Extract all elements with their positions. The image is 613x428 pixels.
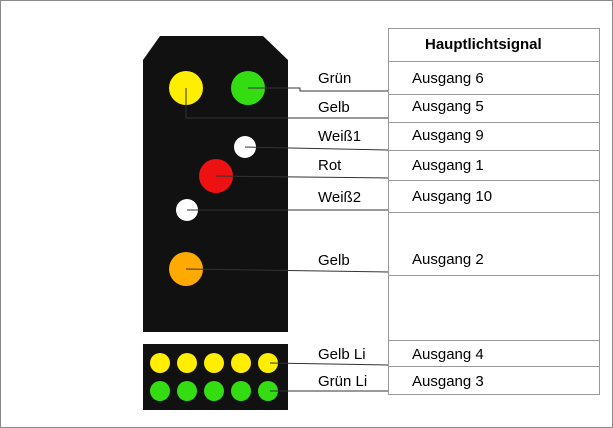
- lamp-green-li: [231, 381, 251, 401]
- lamp-yellow-li: [204, 353, 224, 373]
- table-grid: [388, 28, 600, 395]
- output-gelb-top: Ausgang 5: [412, 98, 484, 115]
- output-gelb-li: Ausgang 4: [412, 346, 484, 363]
- label-gelb-top: Gelb: [318, 99, 350, 116]
- label-gruen: Grün: [318, 70, 352, 87]
- label-gelb: Gelb: [318, 252, 350, 269]
- label-rot: Rot: [318, 157, 342, 174]
- lamp-yellow-li: [231, 353, 251, 373]
- output-weiss2: Ausgang 10: [412, 188, 493, 205]
- lamp-green-li: [204, 381, 224, 401]
- output-weiss1: Ausgang 9: [412, 127, 484, 144]
- lamp-row-yellow-li: [150, 353, 278, 373]
- table-header: Hauptlichtsignal: [425, 36, 542, 53]
- label-weiss1: Weiß1: [318, 128, 362, 145]
- leader-lines: [185, 87, 389, 392]
- table-border: [388, 28, 600, 395]
- label-gelb-li: Gelb Li: [318, 346, 366, 363]
- output-gelb: Ausgang 2: [412, 251, 484, 268]
- output-gruen-li: Ausgang 3: [412, 373, 484, 390]
- lamp-green-li: [258, 381, 278, 401]
- output-rot: Ausgang 1: [412, 157, 484, 174]
- label-weiss2: Weiß2: [318, 189, 362, 206]
- label-gruen-li: Grün Li: [318, 373, 368, 390]
- lamp-yellow-li: [150, 353, 170, 373]
- lamp-row-green-li: [150, 381, 278, 401]
- lamp-yellow-li: [258, 353, 278, 373]
- lamp-green-li: [177, 381, 197, 401]
- lamp-yellow-li: [177, 353, 197, 373]
- output-gruen: Ausgang 6: [412, 70, 484, 87]
- lamp-green-li: [150, 381, 170, 401]
